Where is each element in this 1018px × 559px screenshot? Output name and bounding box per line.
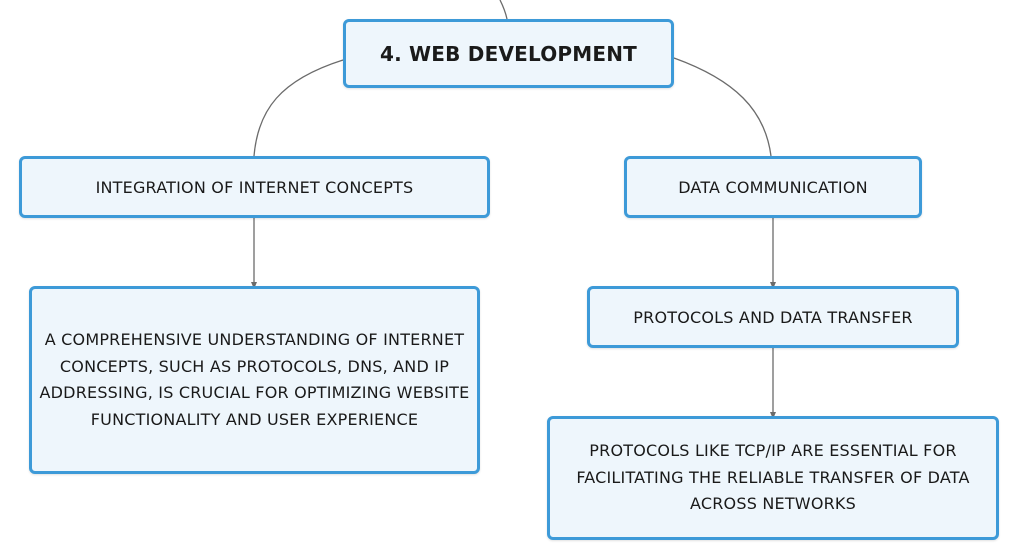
detail-text: A COMPREHENSIVE UNDERSTANDING OF INTERNE…: [40, 327, 470, 433]
detail-line: CONCEPTS, SUCH AS PROTOCOLS, DNS, AND IP: [59, 356, 450, 376]
topic-label: DATA COMMUNICATION: [678, 177, 868, 197]
detail-line: ADDRESSING, IS CRUCIAL FOR OPTIMIZING WE…: [39, 383, 470, 402]
topic-node-integration-of-internet-concepts[interactable]: INTEGRATION OF INTERNET CONCEPTS: [19, 156, 490, 218]
detail-line: A COMPREHENSIVE UNDERSTANDING OF INTERNE…: [44, 330, 465, 349]
detail-line: FUNCTIONALITY AND USER EXPERIENCE: [90, 409, 419, 429]
detail-line: PROTOCOLS LIKE TCP/IP ARE ESSENTIAL FOR: [589, 441, 957, 461]
detail-node-internet-concepts[interactable]: A COMPREHENSIVE UNDERSTANDING OF INTERNE…: [29, 286, 480, 474]
subtopic-label: PROTOCOLS AND DATA TRANSFER: [633, 307, 913, 327]
subtopic-node-protocols-and-data-transfer[interactable]: PROTOCOLS AND DATA TRANSFER: [587, 286, 959, 348]
detail-line: ACROSS NETWORKS: [690, 494, 856, 514]
detail-node-tcp-ip[interactable]: PROTOCOLS LIKE TCP/IP ARE ESSENTIAL FOR …: [547, 416, 999, 540]
root-topic-node[interactable]: 4. WEB DEVELOPMENT: [343, 19, 674, 88]
connector-root-to-datacomm: [673, 57, 772, 157]
connector-from-parent: [499, 0, 508, 20]
topic-label: INTEGRATION OF INTERNET CONCEPTS: [95, 177, 414, 197]
detail-line: FACILITATING THE RELIABLE TRANSFER OF DA…: [576, 467, 970, 487]
connector-root-to-integration: [253, 59, 344, 157]
detail-text: PROTOCOLS LIKE TCP/IP ARE ESSENTIAL FOR …: [576, 438, 969, 518]
topic-node-data-communication[interactable]: DATA COMMUNICATION: [624, 156, 922, 218]
root-topic-label: 4. WEB DEVELOPMENT: [379, 41, 638, 66]
